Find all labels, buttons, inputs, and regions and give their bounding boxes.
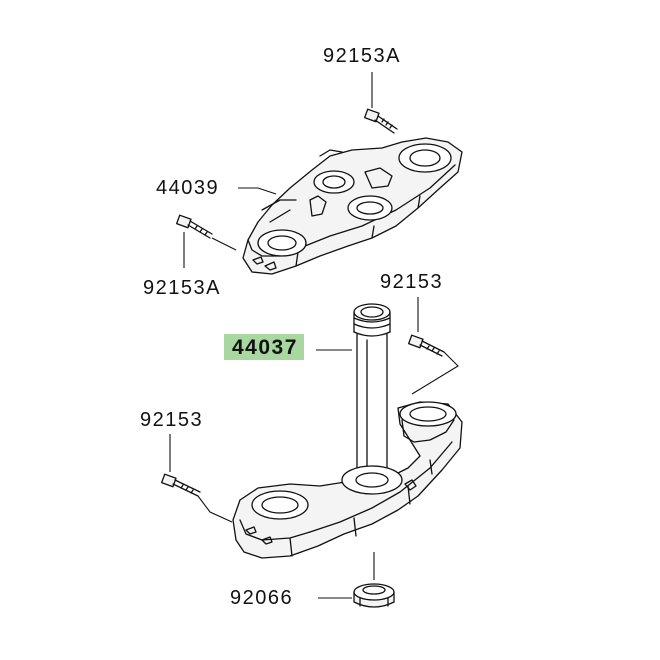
bolt-upper-a-part	[364, 108, 398, 134]
label-stem-44037-highlighted: 44037	[224, 334, 304, 360]
label-upper-bracket-44039: 44039	[156, 177, 220, 199]
leader-bolt-left-2	[197, 495, 233, 523]
label-bolt-92153a-top: 92153A	[323, 45, 401, 67]
label-bolt-92153a-left: 92153A	[143, 277, 221, 299]
bolt-right-part	[408, 334, 445, 357]
leader-upper-bracket	[238, 187, 277, 195]
label-nut-92066: 92066	[230, 587, 294, 609]
label-bolt-92153-right: 92153	[380, 271, 444, 293]
leader-lines	[169, 72, 459, 599]
upper-bracket-part	[242, 137, 463, 275]
leader-bolt-right-2	[411, 351, 459, 395]
nut-part	[353, 583, 395, 608]
bolt-left-part	[161, 473, 201, 497]
bolt-upper-b-part	[176, 214, 213, 239]
label-bolt-92153-left: 92153	[140, 409, 204, 431]
leader-bolt-top-lower-2	[211, 237, 237, 251]
lower-bracket-part	[232, 401, 463, 559]
steering-stem-part	[353, 303, 391, 479]
